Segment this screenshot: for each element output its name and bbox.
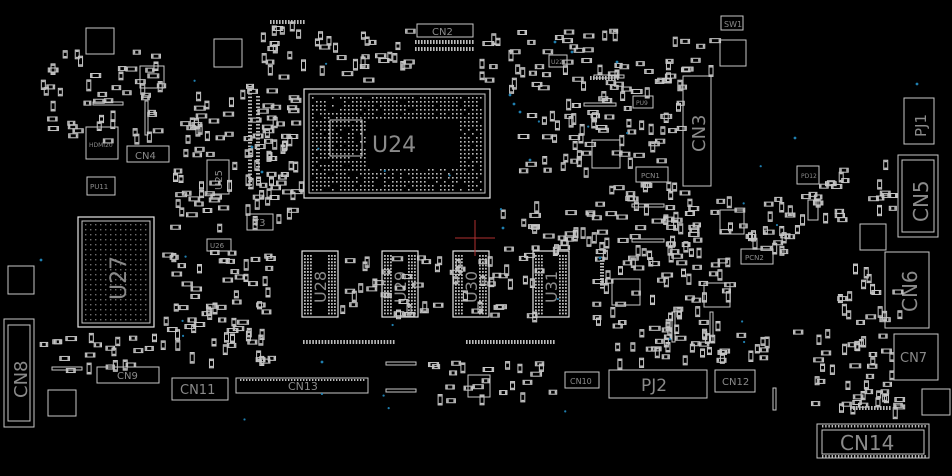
u30-label: U30 xyxy=(462,271,481,303)
cn3-connector: CN3 xyxy=(682,75,712,187)
cn4-label: CN4 xyxy=(135,151,156,162)
hdmi-component: HDMI20 xyxy=(85,126,119,160)
u24-chip: U24 xyxy=(303,88,491,199)
vias xyxy=(39,40,919,421)
qfn-chip xyxy=(7,265,35,295)
u25-chip: U25 xyxy=(206,159,230,195)
cn11-label: CN11 xyxy=(180,383,215,398)
cn10-label: CN10 xyxy=(570,377,592,386)
u27-label: U27 xyxy=(107,256,132,300)
pu11-component: PU11 xyxy=(86,176,116,196)
cn5-label: CN5 xyxy=(909,180,933,222)
qfn-chip xyxy=(921,388,951,416)
u25-label: U25 xyxy=(214,170,225,190)
cn9-label: CN9 xyxy=(117,371,138,382)
cn2-label: CN2 xyxy=(432,27,453,38)
pj1-label: PJ1 xyxy=(912,114,930,137)
qfn-chip xyxy=(85,27,115,55)
cn8-label: CN8 xyxy=(11,361,32,399)
cn3-label: CN3 xyxy=(689,115,710,153)
u30-chip: U30 xyxy=(452,250,490,318)
pd12-component: PD12 xyxy=(796,165,820,185)
qfn-chip xyxy=(47,389,77,417)
qfn-chip xyxy=(719,209,745,235)
cn4-connector: CN4 xyxy=(126,145,170,163)
qfn-chip xyxy=(719,39,747,67)
cn14-label: CN14 xyxy=(840,431,894,455)
cn14-connector: CN14 xyxy=(816,423,930,459)
qfn-chip xyxy=(139,65,165,89)
u22-label: U22 xyxy=(551,59,563,66)
u29-label: U29 xyxy=(391,271,410,303)
pd12-label: PD12 xyxy=(801,173,817,180)
u31-label: U31 xyxy=(542,271,561,303)
pj2-label: PJ2 xyxy=(641,376,667,396)
pu11-label: PU11 xyxy=(90,183,108,191)
qfn-chip xyxy=(859,223,887,251)
cn7-label: CN7 xyxy=(900,351,927,366)
u24-label: U24 xyxy=(372,133,416,158)
u28-chip: U28 xyxy=(301,250,339,318)
pcn2-label: PCN2 xyxy=(745,254,764,262)
pj2-jack: PJ2 xyxy=(608,369,708,399)
pcn1-label: PCN1 xyxy=(641,172,660,180)
pu9-component: PU9 xyxy=(632,95,654,109)
pin-rows xyxy=(51,20,891,411)
u26-label: U26 xyxy=(210,242,225,250)
cn5-connector: CN5 xyxy=(897,154,939,238)
cn12-connector: CN12 xyxy=(714,369,756,393)
crosshair-marker xyxy=(455,220,495,256)
pcn1-component: PCN1 xyxy=(635,166,669,183)
pj1-jack: PJ1 xyxy=(903,97,935,145)
cn13-label: CN13 xyxy=(288,380,318,393)
u22-chip: U22 xyxy=(548,54,568,68)
u31-chip: U31 xyxy=(532,250,570,318)
u28-label: U28 xyxy=(311,271,330,303)
cn2-connector: CN2 xyxy=(416,23,474,38)
sw1-switch: SW1 xyxy=(720,15,744,31)
cn10-connector: CN10 xyxy=(564,371,600,389)
hdmi-label: HDMI20 xyxy=(89,142,113,149)
y3-label: Y3 xyxy=(252,218,265,229)
cn11-connector: CN11 xyxy=(171,377,229,401)
cn8-connector: CN8 xyxy=(3,318,35,428)
pu9-label: PU9 xyxy=(636,100,648,107)
y3-crystal: Y3 xyxy=(246,213,274,231)
passive-components xyxy=(39,21,906,420)
qfn-chip xyxy=(213,38,243,68)
u27-chip: U27 xyxy=(77,216,155,328)
cn12-label: CN12 xyxy=(722,377,749,388)
sw1-label: SW1 xyxy=(724,20,742,29)
cn13-connector: CN13 xyxy=(235,377,369,394)
